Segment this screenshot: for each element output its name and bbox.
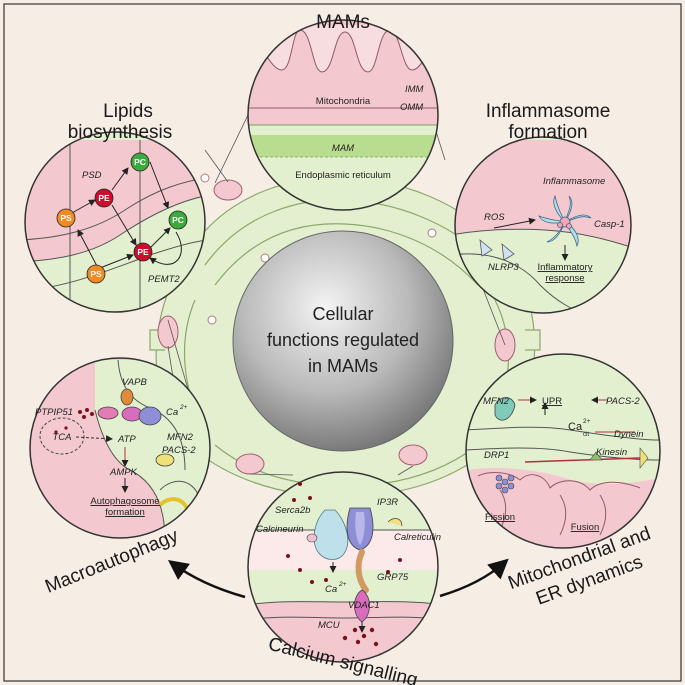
pacs2-label: PACS-2	[162, 445, 196, 456]
dynein-label: Dynein	[614, 429, 644, 440]
pe-bottom: PE	[137, 247, 149, 257]
inflammasome-title-1: Inflammasome	[486, 101, 611, 122]
dyn-pacs2-label: PACS-2	[606, 396, 640, 407]
ros-label: ROS	[484, 212, 505, 223]
calcium-panel: Serca2b IP3R Calcineurin Calreticulin GR…	[247, 471, 441, 685]
serca2b-label: Serca2b	[275, 505, 310, 516]
dyn-ca-label: Ca	[568, 421, 583, 433]
atp-label: ATP	[117, 434, 136, 445]
pe-top: PE	[98, 193, 110, 203]
calcium-ca-sup: 2+	[338, 581, 347, 588]
drp1-label: DRP1	[484, 450, 509, 461]
center-line2: functions regulated	[267, 330, 419, 350]
calcium-to-macroautophagy-arrow	[167, 560, 246, 599]
pc-right: PC	[172, 215, 184, 225]
calcium-ca-label: Ca	[325, 584, 337, 595]
ampk-label: AMPK	[109, 467, 138, 478]
ps-left: PS	[60, 213, 72, 223]
upr-label: UPR	[542, 396, 562, 407]
mcu-label: MCU	[318, 620, 340, 631]
vdac1-label: VDAC1	[348, 600, 380, 611]
ca-sup: 2+	[179, 404, 188, 411]
mam-label: MAM	[332, 143, 354, 154]
lipids-title-2: biosynthesis	[68, 122, 173, 143]
nlrp3-label: NLRP3	[488, 262, 519, 273]
calcineurin-label: Calcineurin	[256, 524, 304, 535]
center-line3: in MAMs	[308, 356, 378, 376]
central-sphere	[232, 230, 454, 452]
inflammatory-response-1: Inflammatory	[538, 262, 593, 273]
inflammasome-panel: Inflammasome Casp-1 ROS NLRP3 Inflammato…	[454, 101, 632, 314]
casp1-label: Casp-1	[594, 219, 625, 230]
er-label: Endoplasmic reticulum	[295, 170, 391, 181]
autophagosome-2: formation	[105, 507, 145, 518]
mitochondria-label: Mitochondria	[316, 96, 371, 107]
mams-title: MAMs	[316, 12, 370, 33]
calreticulin-label: Calreticulin	[394, 532, 441, 543]
psd-label: PSD	[82, 170, 102, 181]
tca-label: TCA	[53, 432, 72, 443]
dyn-ca-sub: cit	[583, 432, 589, 438]
grp75-label: GRP75	[377, 572, 409, 583]
inflammasome-label: Inflammasome	[543, 176, 605, 187]
inflammasome-complex	[538, 194, 592, 248]
inflammasome-title-2: formation	[508, 122, 587, 143]
fission-label: Fission	[485, 512, 515, 523]
dyn-ca-sup: 2+	[583, 418, 591, 425]
mfn2-label: MFN2	[167, 432, 194, 443]
vapb-label: VAPB	[122, 377, 147, 388]
center-line1: Cellular	[312, 304, 373, 324]
pemt2-label: PEMT2	[148, 274, 180, 285]
pc-top: PC	[134, 157, 146, 167]
ip3r-label: IP3R	[377, 497, 398, 508]
omm-label: OMM	[400, 102, 423, 113]
ptpip51-label: PTPIP51	[35, 407, 73, 418]
lipids-panel: PC PE PC PS PE PS PSD PEMT2 Lipids biosy…	[24, 101, 206, 313]
calcium-to-dynamics-arrow	[439, 558, 509, 598]
imm-label: IMM	[405, 84, 424, 95]
ca-label: Ca	[166, 407, 178, 418]
kinesin-label: Kinesin	[596, 447, 627, 458]
lipids-title-1: Lipids	[103, 101, 153, 122]
inflammatory-response-2: response	[545, 273, 584, 284]
dyn-mfn2-label: MFN2	[483, 396, 510, 407]
autophagosome-1: Autophagosome	[90, 496, 159, 507]
macroautophagy-panel: VAPB PTPIP51 Ca 2+ MFN2 PACS-2 TCA ATP A…	[29, 357, 211, 598]
ps-bottom: PS	[90, 269, 102, 279]
fusion-label: Fusion	[571, 522, 600, 533]
